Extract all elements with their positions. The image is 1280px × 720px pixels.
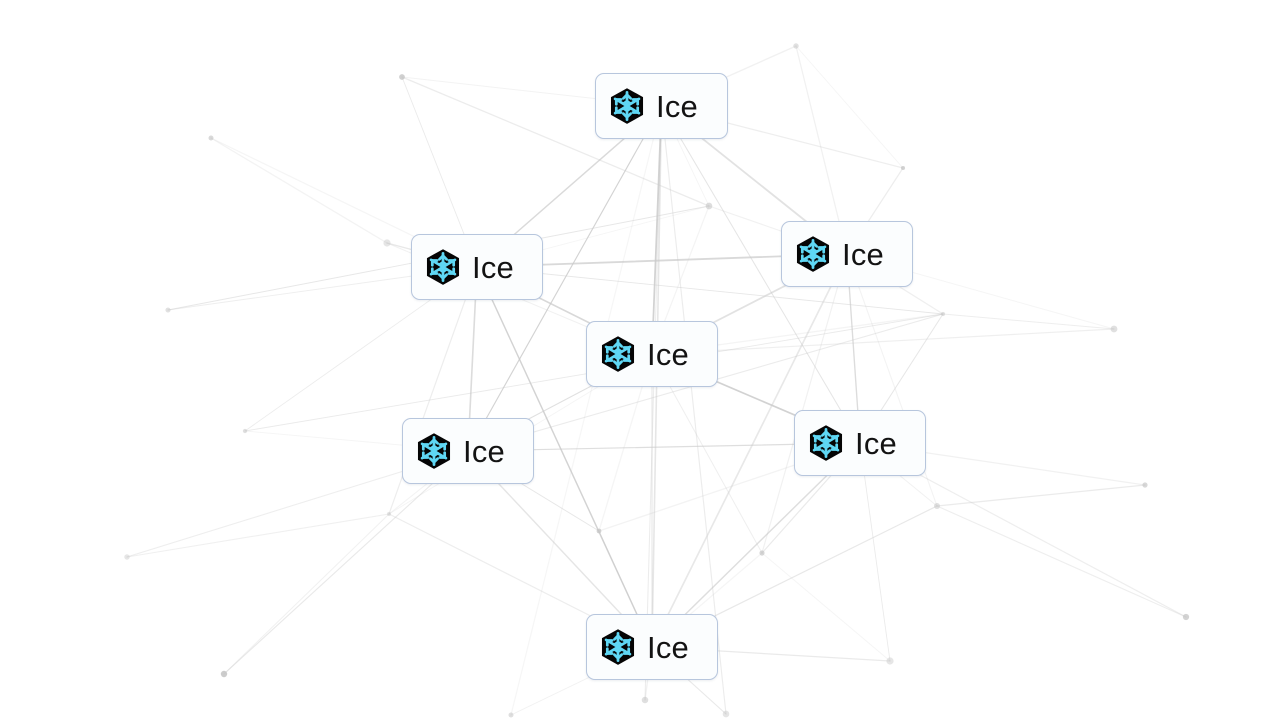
graph-node-label: Ice — [647, 336, 689, 372]
graph-edge — [476, 266, 944, 315]
graph-edge — [660, 105, 727, 715]
graph-anchor-dot[interactable] — [508, 712, 514, 718]
graph-edge — [795, 45, 848, 255]
graph-edge — [467, 105, 663, 452]
graph-node-ice[interactable]: Ice — [781, 221, 913, 287]
snowflake-icon — [417, 433, 451, 469]
snowflake-icon — [426, 249, 460, 285]
graph-anchor-dot[interactable] — [383, 239, 391, 247]
graph-anchor-dot[interactable] — [900, 165, 906, 171]
anchor-point-group — [124, 43, 1190, 718]
graph-node-ice[interactable]: Ice — [586, 321, 718, 387]
graph-anchor-dot[interactable] — [1182, 613, 1190, 621]
graph-edge — [651, 353, 763, 554]
graph-node-ice[interactable]: Ice — [586, 614, 718, 680]
graph-edge — [401, 76, 710, 207]
graph-edge — [651, 442, 861, 648]
graph-edge — [651, 328, 1115, 355]
graph-node-label: Ice — [855, 425, 897, 461]
graph-anchor-dot[interactable] — [1110, 325, 1118, 333]
graph-edge — [510, 105, 663, 716]
graph-anchor-dot[interactable] — [386, 511, 392, 517]
graph-anchor-dot[interactable] — [641, 696, 649, 704]
graph-anchor-dot[interactable] — [722, 710, 730, 718]
graph-edge — [761, 253, 848, 554]
graph-node-label: Ice — [647, 629, 689, 665]
graph-anchor-dot[interactable] — [793, 43, 799, 49]
graph-node-label: Ice — [472, 249, 514, 285]
graph-anchor-dot[interactable] — [596, 528, 602, 534]
graph-anchor-dot[interactable] — [124, 554, 130, 560]
snowflake-icon — [601, 336, 635, 372]
graph-node-label: Ice — [842, 236, 884, 272]
graph-anchor-dot[interactable] — [759, 550, 765, 556]
graph-edge — [651, 253, 848, 648]
snowflake-icon — [796, 236, 830, 272]
graph-edge — [476, 266, 653, 648]
graph-edge — [936, 484, 1146, 507]
graph-edge — [859, 442, 891, 662]
graph-edge — [210, 137, 388, 244]
graph-anchor-dot[interactable] — [242, 428, 248, 434]
graph-edge — [644, 105, 663, 701]
graph-anchor-dot[interactable] — [399, 74, 405, 80]
graph-edge — [942, 313, 1115, 330]
snowflake-icon — [601, 629, 635, 665]
graph-node-ice[interactable]: Ice — [402, 418, 534, 484]
graph-edge — [651, 105, 663, 355]
graph-anchor-dot[interactable] — [705, 202, 713, 210]
graph-anchor-dot[interactable] — [886, 657, 894, 665]
snowflake-icon — [610, 88, 644, 124]
graph-edge — [795, 45, 904, 169]
graph-node-ice[interactable]: Ice — [411, 234, 543, 300]
graph-anchor-dot[interactable] — [934, 503, 940, 509]
graph-node-ice[interactable]: Ice — [595, 73, 728, 139]
graph-anchor-dot[interactable] — [940, 311, 946, 317]
graph-node-label: Ice — [656, 88, 698, 124]
graph-edge — [936, 505, 1187, 618]
graph-anchor-dot[interactable] — [165, 307, 171, 313]
graph-edge — [223, 513, 390, 675]
graph-edge — [126, 513, 390, 558]
graph-edge — [761, 552, 891, 662]
graph-anchor-dot[interactable] — [208, 135, 214, 141]
graph-anchor-dot[interactable] — [220, 670, 228, 678]
graph-edge — [223, 450, 469, 675]
graph-node-ice[interactable]: Ice — [794, 410, 926, 476]
graph-node-label: Ice — [463, 433, 505, 469]
snowflake-icon — [809, 425, 843, 461]
graph-anchor-dot[interactable] — [1142, 482, 1148, 488]
graph-edge — [660, 105, 861, 444]
